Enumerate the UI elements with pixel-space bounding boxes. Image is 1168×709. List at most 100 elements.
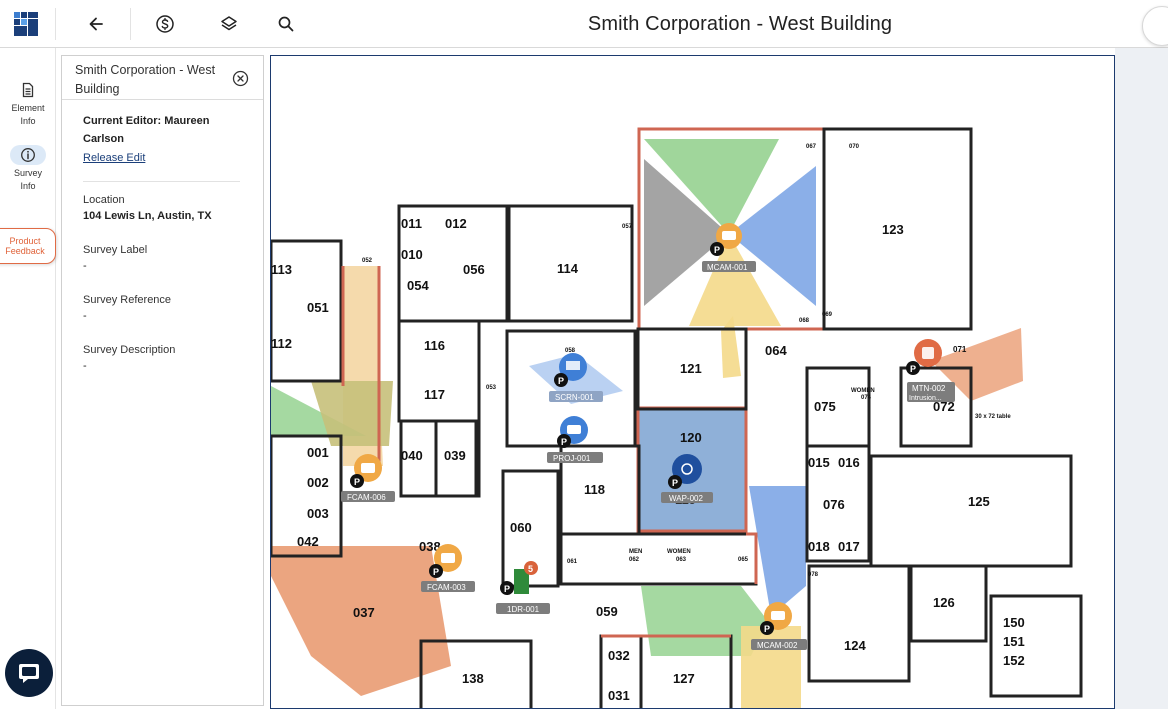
divider — [83, 181, 240, 182]
location-label: Location — [83, 194, 125, 206]
device-fcam-003[interactable]: P FCAM-003 — [421, 544, 475, 592]
panel-body: Current Editor: Maureen Carlson Release … — [62, 100, 263, 374]
search-button[interactable] — [274, 12, 298, 36]
current-editor: Current Editor: Maureen Carlson — [83, 115, 210, 145]
close-panel-button[interactable] — [232, 70, 249, 87]
room-label: 112 — [271, 336, 292, 351]
right-gutter — [1115, 48, 1168, 709]
room-label: 042 — [297, 534, 319, 549]
user-menu-button[interactable] — [1142, 6, 1168, 46]
room-label: 070 — [849, 144, 860, 150]
survey-description-value: - — [83, 360, 87, 372]
p-marker: P — [558, 376, 564, 386]
room-label: 040 — [401, 448, 423, 463]
info-circle-icon — [21, 148, 35, 162]
p-marker: P — [561, 437, 567, 447]
room-label: 053 — [486, 385, 497, 391]
room-label: 060 — [510, 520, 532, 535]
back-button[interactable] — [84, 12, 108, 36]
room-label: 064 — [765, 343, 787, 358]
device-wap-002[interactable]: P WAP-002 — [661, 454, 713, 503]
app-logo-icon[interactable] — [14, 12, 38, 36]
device-mcam-002[interactable]: P MCAM-002 — [751, 602, 807, 650]
device-label: SCRN-001 — [555, 393, 594, 402]
room-label: 039 — [444, 448, 466, 463]
release-edit-link[interactable]: Release Edit — [83, 152, 146, 164]
room-label: 032 — [608, 648, 630, 663]
rail-label: Survey Info — [13, 168, 42, 191]
chat-button[interactable] — [5, 649, 53, 697]
room-label: 075 — [814, 399, 836, 414]
room-label: 012 — [445, 216, 467, 231]
survey-reference-value: - — [83, 310, 87, 322]
device-mcam-001[interactable]: P MCAM-001 — [702, 223, 756, 272]
p-marker: P — [764, 624, 770, 634]
room-label: 067 — [806, 144, 817, 150]
room-label: 152 — [1003, 653, 1025, 668]
device-label: MTN-002 — [912, 384, 946, 393]
room-label: 010 — [401, 247, 423, 262]
room-label: 001 — [307, 445, 329, 460]
small-label: WOMEN — [851, 388, 875, 394]
p-marker: P — [672, 478, 678, 488]
room-label: 074 — [861, 395, 872, 401]
device-proj-001[interactable]: P PROJ-001 — [547, 416, 603, 463]
rail-pill — [10, 80, 46, 100]
location-value: 104 Lewis Ln, Austin, TX — [83, 210, 212, 222]
p-marker: P — [504, 584, 510, 594]
room-label: 016 — [838, 455, 860, 470]
device-label: FCAM-006 — [347, 493, 386, 502]
room-label: 057 — [622, 224, 633, 230]
pricing-button[interactable] — [153, 12, 177, 36]
layers-button[interactable] — [217, 12, 241, 36]
survey-info-panel: Smith Corporation - West Building Curren… — [61, 55, 264, 706]
room-label: 062 — [629, 557, 640, 563]
page-title: Smith Corporation - West Building — [587, 13, 893, 35]
small-label: MEN — [629, 549, 642, 555]
panel-header: Smith Corporation - West Building — [62, 56, 263, 100]
room-label: 117 — [424, 387, 445, 402]
device-mtn-002[interactable]: P MTN-002 Intrusion... — [906, 339, 955, 402]
room-label: 078 — [808, 572, 819, 578]
rail-survey-info[interactable]: Survey Info — [0, 145, 56, 193]
p-marker: P — [910, 364, 916, 374]
dollar-circle-icon — [156, 15, 174, 33]
device-1dr-001[interactable]: 5 P 1DR-001 — [496, 561, 550, 614]
top-bar: Smith Corporation - West Building — [0, 0, 1168, 48]
room-label: 015 — [808, 455, 830, 470]
rail-pill-active — [10, 145, 46, 165]
product-feedback-button[interactable]: Product Feedback — [0, 228, 56, 264]
room-label: 116 — [424, 338, 445, 353]
close-circle-icon — [232, 70, 249, 87]
room-label: 051 — [307, 300, 329, 315]
divider — [130, 8, 131, 40]
room-label: 138 — [462, 671, 484, 686]
small-label: 30 x 72 table — [975, 414, 1011, 420]
room-label: 058 — [565, 348, 576, 354]
divider — [55, 8, 56, 40]
room-label: 120 — [680, 430, 702, 445]
room-label: 113 — [271, 262, 292, 277]
document-icon — [22, 82, 34, 98]
p-marker: P — [714, 245, 720, 255]
room-label: 125 — [968, 494, 990, 509]
room-label: 063 — [676, 557, 687, 563]
rail-element-info[interactable]: Element Info — [0, 80, 56, 128]
device-fcam-006[interactable]: P FCAM-006 — [341, 454, 395, 502]
room-label: 037 — [353, 605, 375, 620]
device-label: 1DR-001 — [507, 605, 540, 614]
room-label: 031 — [608, 688, 630, 703]
room-label: 056 — [463, 262, 485, 277]
device-label: FCAM-003 — [427, 583, 466, 592]
p-marker: P — [354, 477, 360, 487]
survey-reference-label: Survey Reference — [83, 294, 172, 306]
room-label: 124 — [844, 638, 866, 653]
coverage-areas — [271, 139, 1023, 708]
device-label: WAP-002 — [669, 494, 703, 503]
room-label: 126 — [933, 595, 955, 610]
room-label: 052 — [362, 258, 373, 264]
room-label: 076 — [823, 497, 845, 512]
room-label: 127 — [673, 671, 695, 686]
floor-plan-canvas[interactable]: 113 051 112 011 012 010 054 056 114 116 … — [270, 55, 1115, 709]
device-scrn-001[interactable]: P SCRN-001 — [549, 353, 603, 402]
